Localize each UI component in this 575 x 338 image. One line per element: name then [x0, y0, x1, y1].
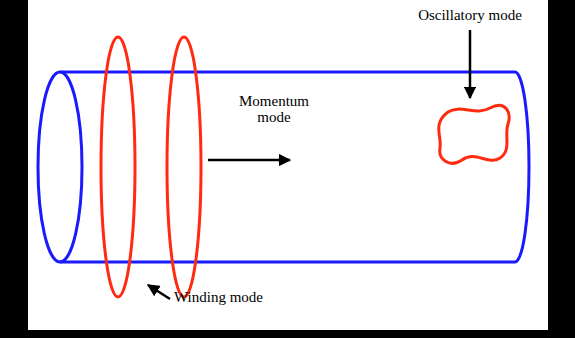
leader-arrows [148, 30, 470, 299]
white-panel [28, 0, 548, 330]
winding-loops [101, 37, 201, 297]
closed-string [439, 105, 509, 163]
mode-label: Oscillatory mode [392, 8, 548, 24]
mode-label: Winding mode [174, 290, 304, 306]
cylinder [38, 72, 529, 262]
mode-label: Momentum mode [236, 94, 312, 126]
